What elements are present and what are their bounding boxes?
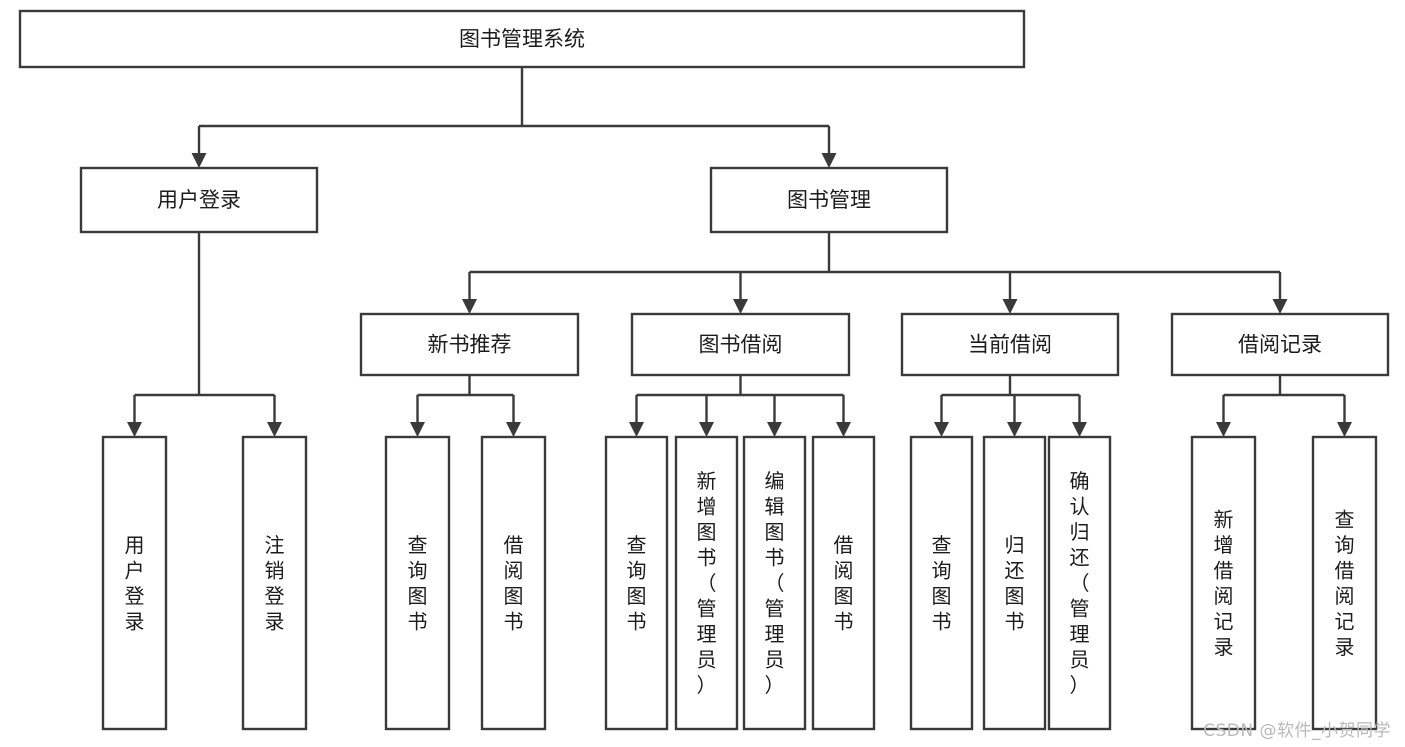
node-box-leaf-borrow-book-1[interactable] — [480, 435, 547, 731]
node-box-leaf-query-book-2[interactable] — [604, 435, 669, 731]
arrow-head — [1007, 422, 1022, 437]
arrow-head — [1272, 299, 1288, 314]
node-label-root: 图书管理系统 — [459, 27, 585, 51]
arrow-head — [821, 153, 837, 168]
node-label-user-login: 用户登录 — [157, 188, 241, 212]
node-leaf-edit-book[interactable]: 编辑图书（管理员） — [742, 435, 807, 731]
node-label-leaf-query-record: 查询借阅记录 — [1335, 507, 1355, 659]
edges-layer — [127, 67, 1352, 437]
node-borrow-record[interactable]: 借阅记录 — [1170, 312, 1390, 377]
arrow-head — [699, 422, 714, 437]
node-leaf-query-book-1[interactable]: 查询图书 — [384, 435, 451, 731]
node-book-manage[interactable]: 图书管理 — [709, 166, 949, 234]
node-box-new-book-rec[interactable] — [359, 312, 580, 377]
node-box-leaf-query-record[interactable] — [1311, 435, 1378, 731]
node-leaf-confirm-return[interactable]: 确认归还（管理员） — [1047, 435, 1112, 731]
node-leaf-add-book[interactable]: 新增图书（管理员） — [674, 435, 739, 731]
node-label-leaf-confirm-return: 确认归还（管理员） — [1070, 469, 1090, 697]
arrow-head — [1216, 422, 1231, 437]
node-label-leaf-query-book-1: 查询图书 — [408, 533, 428, 634]
node-label-leaf-edit-book: 编辑图书（管理员） — [765, 469, 785, 697]
node-box-leaf-confirm-return[interactable] — [1047, 435, 1112, 731]
node-user-login[interactable]: 用户登录 — [79, 166, 319, 234]
arrow-head — [127, 422, 142, 437]
arrow-head — [506, 422, 521, 437]
node-leaf-query-book-3[interactable]: 查询图书 — [909, 435, 974, 731]
node-box-borrow-record[interactable] — [1170, 312, 1390, 377]
nodes-layer: 图书管理系统用户登录图书管理新书推荐图书借阅当前借阅借阅记录用户登录注销登录查询… — [18, 9, 1390, 731]
node-box-leaf-query-book-1[interactable] — [384, 435, 451, 731]
node-box-leaf-return-book[interactable] — [982, 435, 1047, 731]
node-label-leaf-add-record: 新增借阅记录 — [1214, 507, 1234, 659]
arrow-head — [733, 299, 748, 314]
node-leaf-return-book[interactable]: 归还图书 — [982, 435, 1047, 731]
arrow-head — [410, 422, 425, 437]
arrow-head — [767, 422, 782, 437]
node-label-leaf-return-book: 归还图书 — [1005, 533, 1025, 634]
arrow-head — [462, 299, 477, 314]
node-label-borrow-record: 借阅记录 — [1238, 333, 1322, 357]
arrow-head — [934, 422, 949, 437]
node-box-leaf-user-login[interactable] — [101, 435, 168, 731]
node-current-borrow[interactable]: 当前借阅 — [900, 312, 1120, 377]
node-label-leaf-add-book: 新增图书（管理员） — [697, 469, 717, 697]
node-label-leaf-query-book-2: 查询图书 — [627, 533, 647, 634]
node-box-leaf-query-book-3[interactable] — [909, 435, 974, 731]
node-box-user-login[interactable] — [79, 166, 319, 234]
node-label-leaf-user-logout: 注销登录 — [265, 533, 285, 634]
node-root[interactable]: 图书管理系统 — [18, 9, 1026, 69]
node-leaf-user-logout[interactable]: 注销登录 — [241, 435, 308, 731]
node-leaf-add-record[interactable]: 新增借阅记录 — [1190, 435, 1257, 731]
node-book-borrow[interactable]: 图书借阅 — [630, 312, 851, 377]
node-box-book-manage[interactable] — [709, 166, 949, 234]
node-box-leaf-add-record[interactable] — [1190, 435, 1257, 731]
node-box-book-borrow[interactable] — [630, 312, 851, 377]
node-leaf-borrow-book-2[interactable]: 借阅图书 — [811, 435, 876, 731]
arrow-head — [1337, 422, 1352, 437]
node-leaf-query-book-2[interactable]: 查询图书 — [604, 435, 669, 731]
node-label-leaf-borrow-book-2: 借阅图书 — [834, 533, 854, 634]
node-label-book-borrow: 图书借阅 — [699, 333, 783, 357]
arrow-head — [836, 422, 851, 437]
node-label-leaf-query-book-3: 查询图书 — [932, 533, 952, 634]
node-leaf-query-record[interactable]: 查询借阅记录 — [1311, 435, 1378, 731]
node-label-book-manage: 图书管理 — [787, 188, 871, 212]
node-box-leaf-borrow-book-2[interactable] — [811, 435, 876, 731]
node-leaf-user-login[interactable]: 用户登录 — [101, 435, 168, 731]
node-leaf-borrow-book-1[interactable]: 借阅图书 — [480, 435, 547, 731]
node-label-current-borrow: 当前借阅 — [968, 333, 1052, 357]
node-box-root[interactable] — [18, 9, 1026, 69]
arrow-head — [629, 422, 644, 437]
node-label-leaf-user-login: 用户登录 — [125, 533, 145, 634]
node-box-current-borrow[interactable] — [900, 312, 1120, 377]
node-box-leaf-edit-book[interactable] — [742, 435, 807, 731]
node-box-leaf-user-logout[interactable] — [241, 435, 308, 731]
node-box-leaf-add-book[interactable] — [674, 435, 739, 731]
node-new-book-rec[interactable]: 新书推荐 — [359, 312, 580, 377]
arrow-head — [191, 153, 207, 168]
node-label-leaf-borrow-book-1: 借阅图书 — [504, 533, 524, 634]
arrow-head — [1072, 422, 1087, 437]
arrow-head — [1002, 299, 1018, 314]
node-label-new-book-rec: 新书推荐 — [428, 333, 512, 357]
arrow-head — [267, 422, 282, 437]
